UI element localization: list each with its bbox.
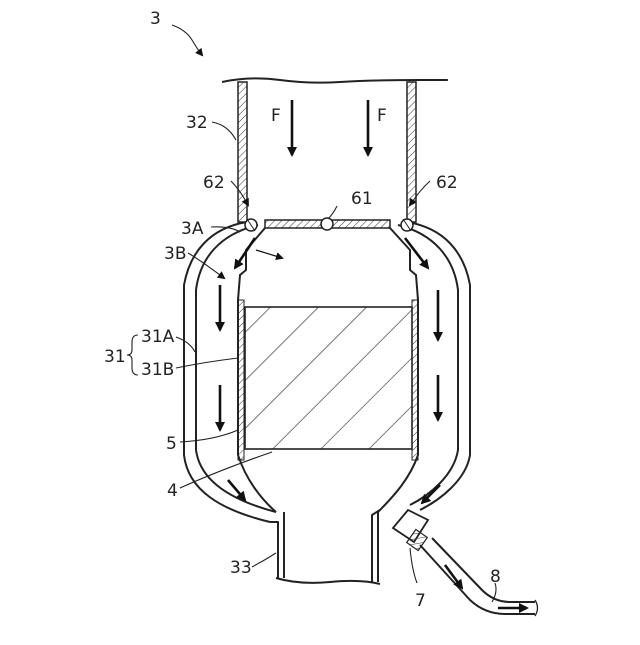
label-device: 3 [150, 9, 161, 29]
seal-left [245, 219, 257, 231]
drain-fitting [393, 510, 428, 551]
label-mat: 5 [166, 434, 177, 454]
label-sensor-center: 61 [351, 189, 373, 209]
brace-31 [127, 335, 138, 375]
seal-right [401, 219, 413, 231]
label-drain-fitting: 7 [415, 591, 426, 611]
label-housing-outer: 31A [141, 327, 175, 347]
label-downstream-pipe: 33 [230, 558, 252, 578]
label-inner-path: 3A [181, 219, 204, 239]
label-upstream-pipe: 32 [186, 113, 208, 133]
label-flow-right: F [377, 106, 387, 126]
sensor-61 [321, 218, 333, 230]
label-housing-inner: 31B [141, 360, 174, 380]
label-housing-group: 31 [104, 347, 126, 367]
label-seal-right: 62 [436, 173, 458, 193]
label-flow-left: F [271, 106, 281, 126]
drain-tube [420, 538, 538, 616]
label-substrate: 4 [167, 481, 178, 501]
catalyst-substrate [245, 307, 412, 449]
label-seal-left: 62 [203, 173, 225, 193]
downstream-pipe [270, 510, 380, 584]
label-drain-tube: 8 [490, 567, 501, 587]
label-outer-path: 3B [164, 244, 186, 264]
